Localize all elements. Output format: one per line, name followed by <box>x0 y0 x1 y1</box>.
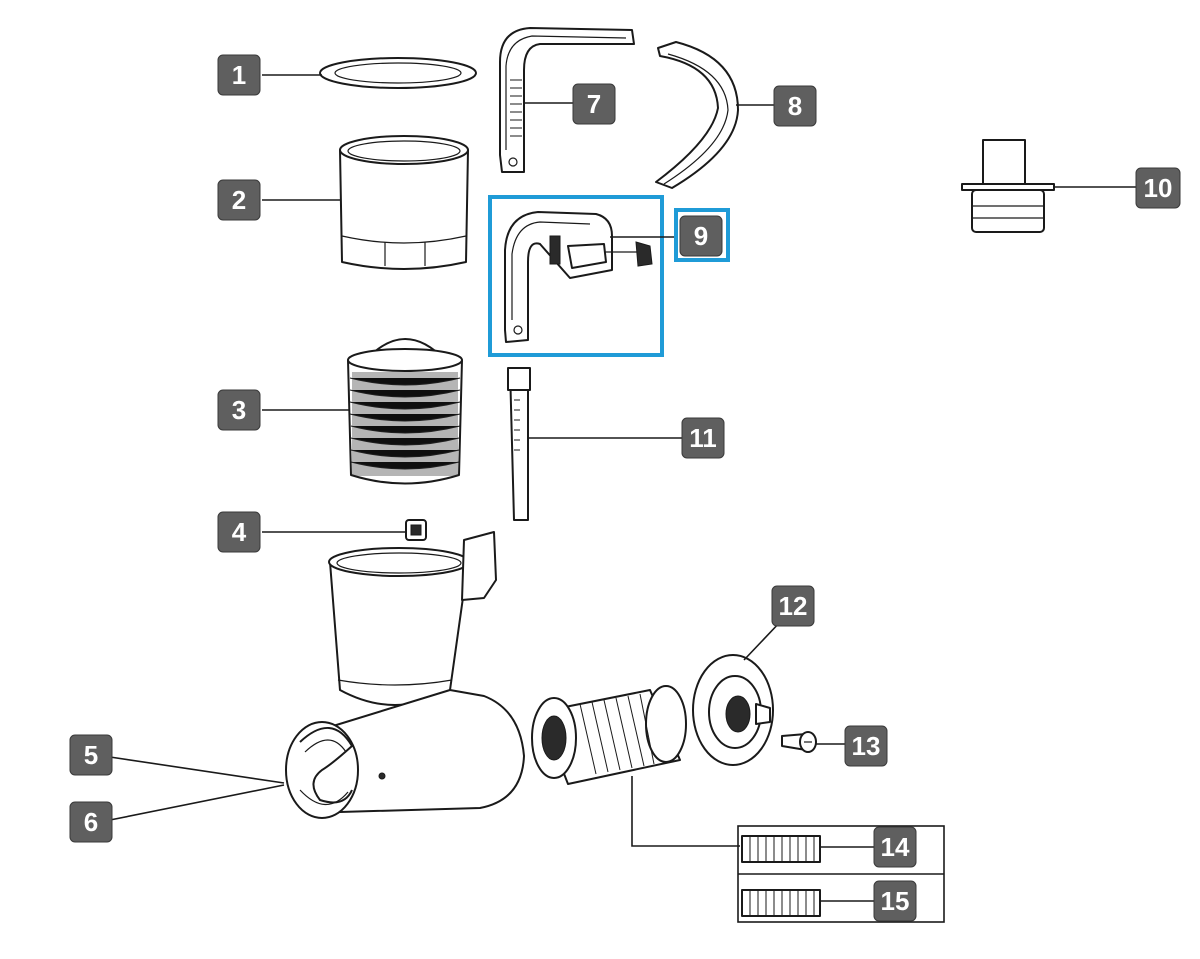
part-number-label: 12 <box>779 591 808 621</box>
badge-part-12: 12 <box>771 585 815 627</box>
part-14-cartridge <box>741 835 876 863</box>
part-number-label: 1 <box>232 60 246 90</box>
badge-part-1: 1 <box>217 54 261 96</box>
part-11-extension-rod <box>507 367 684 521</box>
part-15-cartridge <box>741 889 876 917</box>
part-number-label: 9 <box>694 221 708 251</box>
badge-part-6: 6 <box>69 801 113 843</box>
badge-part-3: 3 <box>217 389 261 431</box>
basket-mesh <box>349 372 461 476</box>
badge-part-14: 14 <box>873 826 917 868</box>
part-10-hose-fitting <box>961 139 1138 233</box>
badge-part-11: 11 <box>681 417 725 459</box>
part-1-gasket-ring <box>262 57 477 89</box>
part-number-label: 14 <box>881 832 910 862</box>
part-12-strainer-cover <box>692 619 783 766</box>
part-7-mounting-bracket <box>499 27 635 173</box>
badge-part-2: 2 <box>217 179 261 221</box>
badge-part-15: 15 <box>873 880 917 922</box>
part-number-label: 4 <box>232 517 247 547</box>
rod-teeth <box>514 399 520 451</box>
badge-part-13: 13 <box>844 725 888 767</box>
part-number-label: 6 <box>84 807 98 837</box>
part-number-label: 3 <box>232 395 246 425</box>
bracket-teeth <box>510 79 522 137</box>
part-number-label: 2 <box>232 185 246 215</box>
filter-cartridge <box>531 685 740 847</box>
part-2-cylinder-cover <box>262 135 469 270</box>
badge-part-7: 7 <box>572 83 616 125</box>
part-number-label: 5 <box>84 740 98 770</box>
part-13-screw <box>781 731 846 753</box>
highlight-box-assembly <box>488 195 664 357</box>
part-5-6-skimmer-body <box>109 531 525 821</box>
badge-part-9: 9 <box>679 215 723 257</box>
part-number-label: 8 <box>788 91 802 121</box>
badge-part-5: 5 <box>69 734 113 776</box>
part-3-skimmer-basket <box>262 338 463 485</box>
badge-part-8: 8 <box>773 85 817 127</box>
part-number-label: 13 <box>852 731 881 761</box>
badge-part-10: 10 <box>1135 167 1181 209</box>
part-number-label: 10 <box>1144 173 1173 203</box>
part-8-curved-strap <box>655 41 776 189</box>
highlight-box-number <box>674 208 730 262</box>
part-9-clamp-assembly <box>488 195 730 357</box>
cartridge-pleats <box>579 693 655 775</box>
part-number-label: 7 <box>587 89 601 119</box>
part-4-clip <box>262 519 427 541</box>
part-14-15-cartridge-box <box>737 825 945 923</box>
badge-part-4: 4 <box>217 511 261 553</box>
part-number-label: 11 <box>689 423 717 453</box>
part-number-label: 15 <box>881 886 910 916</box>
